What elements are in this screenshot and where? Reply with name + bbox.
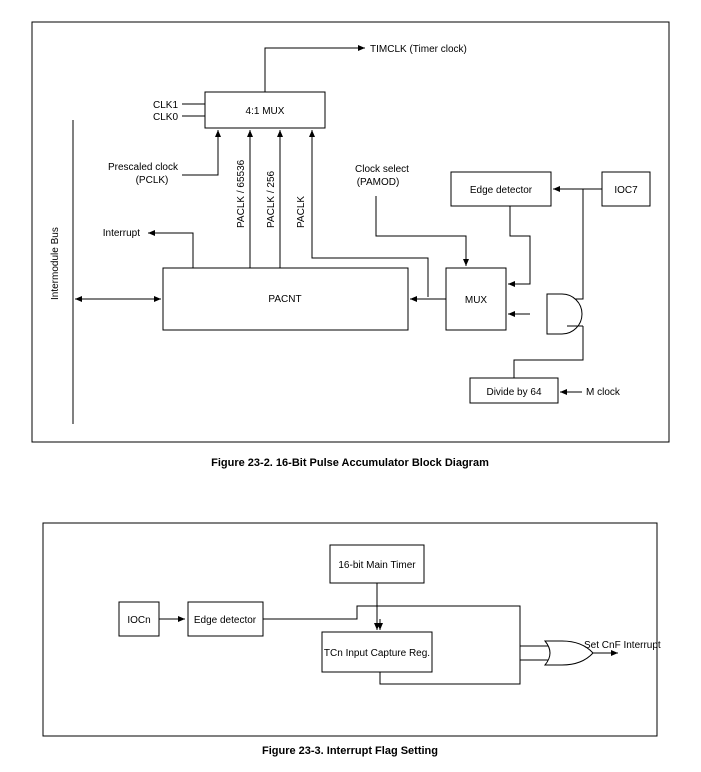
pulse-accumulator-diagram: 4:1 MUX TIMCLK (Timer clock) CLK1 CLK0 P…: [31, 21, 670, 469]
edge-detector-2-block: [187, 601, 264, 637]
clk0-label: CLK0: [153, 112, 178, 123]
mux-label: MUX: [465, 295, 488, 306]
edge-detector-block: [450, 171, 552, 207]
capture-reg-block: [321, 631, 433, 673]
clock-select-label: Clock select: [355, 164, 409, 175]
or-gate: [543, 640, 594, 666]
pamod-label: (PAMOD): [357, 177, 400, 188]
main-timer-label: 16-bit Main Timer: [338, 560, 416, 571]
figure1-frame: [31, 21, 670, 443]
figure1-caption: Figure 23-2. 16-Bit Pulse Accumulator Bl…: [211, 457, 489, 469]
edge-detector-label: Edge detector: [470, 185, 533, 196]
capture-reg-label: TCn Input Capture Reg.: [324, 648, 430, 659]
clock-select-line: [375, 196, 469, 266]
ioc7-label: IOC7: [614, 185, 638, 196]
interrupt-label: Interrupt: [103, 228, 140, 239]
figure2-caption: Figure 23-3. Interrupt Flag Setting: [262, 745, 438, 757]
timclk-label: TIMCLK (Timer clock): [370, 44, 467, 55]
intermodule-bus-label: Intermodule Bus: [50, 227, 61, 300]
divide-by-64-label: Divide by 64: [486, 387, 541, 398]
divider-output-line: [513, 326, 584, 378]
prescaled-clock-label: Prescaled clock: [108, 162, 179, 173]
pclk-label: (PCLK): [136, 175, 169, 186]
figure2-frame: [42, 522, 658, 737]
ioc7-to-and-line: [569, 189, 584, 300]
iocn-block: [118, 601, 160, 637]
iocn-label: IOCn: [127, 615, 150, 626]
paclk-label: PACLK: [296, 196, 307, 228]
mclock-label: M clock: [586, 387, 621, 398]
clk1-label: CLK1: [153, 100, 178, 111]
ioc7-block: [601, 171, 651, 207]
main-timer-block: [329, 544, 425, 584]
interrupt-line: [148, 230, 194, 268]
paclk-65536-label: PACLK / 65536: [236, 159, 247, 228]
pacnt-label: PACNT: [268, 294, 301, 305]
paclk-256-label: PACLK / 256: [266, 170, 277, 228]
mux-4to1-label: 4:1 MUX: [246, 106, 285, 117]
pacnt-block: [162, 267, 409, 331]
timclk-line: [264, 45, 365, 92]
edge-to-mux-line: [508, 206, 531, 287]
set-flag-label: Set CnF Interrupt: [584, 640, 661, 651]
edge-output-route: [263, 605, 521, 685]
paclk-line: [309, 130, 429, 297]
prescaled-clock-line: [182, 130, 221, 176]
and-gate: [546, 293, 583, 335]
edge-detector-2-label: Edge detector: [194, 615, 257, 626]
interrupt-flag-diagram: IOCn Edge detector 16-bit Main Timer TCn…: [42, 522, 661, 757]
